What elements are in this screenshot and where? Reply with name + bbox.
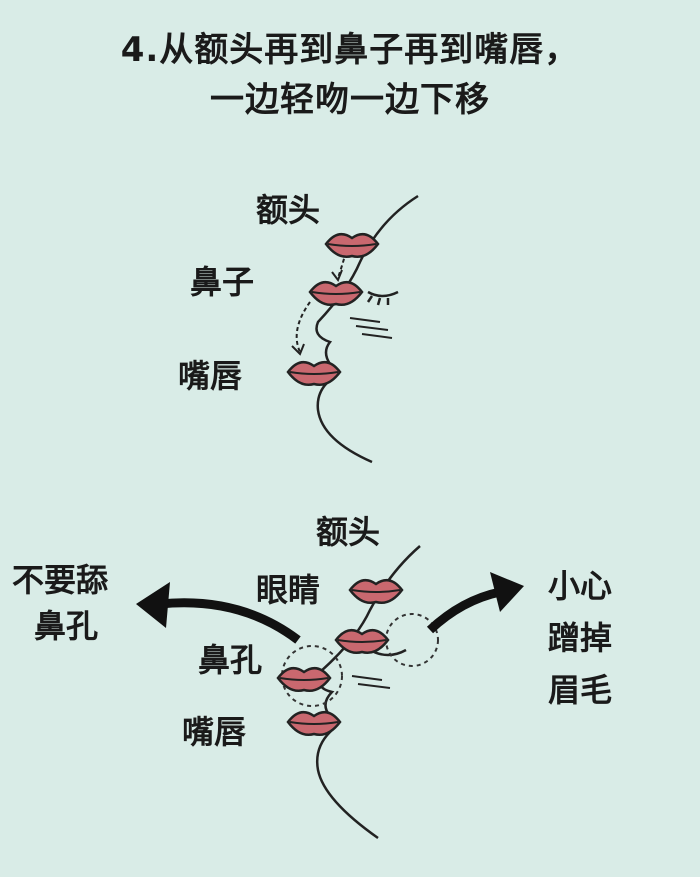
warning-right-line-3: 眉毛	[548, 671, 613, 709]
arrow-right	[426, 572, 524, 634]
lips-forehead	[324, 232, 380, 259]
title-line-1: 4.从额头再到鼻子再到嘴唇，	[120, 30, 580, 70]
lips-eye	[334, 628, 390, 655]
label-lips-2: 嘴唇	[182, 713, 247, 751]
label-eyes: 眼睛	[256, 571, 321, 609]
lips-forehead-2	[348, 578, 404, 605]
lips-nostril	[276, 666, 332, 693]
label-forehead-2: 额头	[316, 513, 381, 551]
top-face-profile	[315, 194, 419, 464]
arrow-left	[136, 582, 301, 644]
label-forehead: 额头	[256, 191, 321, 229]
warning-left-line-1: 不要舔	[12, 561, 109, 599]
label-lips: 嘴唇	[178, 357, 243, 395]
lips-nose	[308, 280, 364, 307]
warning-left-line-2: 鼻孔	[34, 607, 99, 645]
lips-mouth-2	[286, 710, 342, 737]
warning-right-line-2: 蹭掉	[548, 619, 613, 657]
title-line-2: 一边轻吻一边下移	[210, 80, 490, 120]
label-nostril: 鼻孔	[198, 641, 263, 679]
warning-right-line-1: 小心	[548, 567, 613, 605]
label-nose: 鼻子	[190, 263, 255, 301]
lips-mouth	[286, 360, 342, 387]
